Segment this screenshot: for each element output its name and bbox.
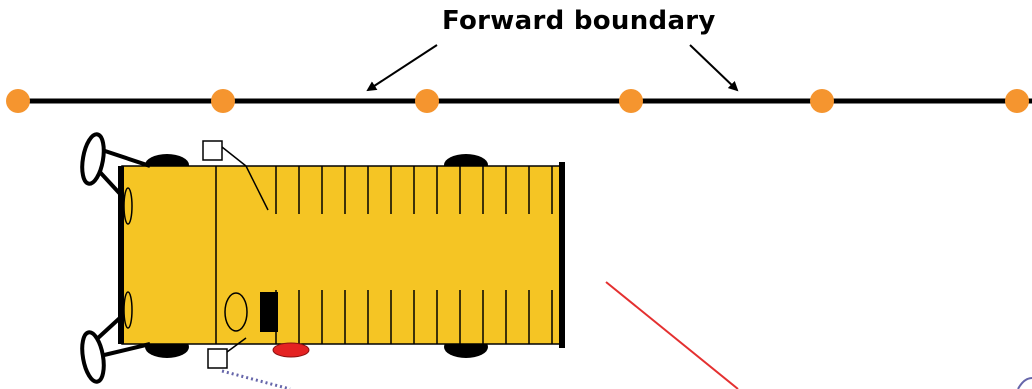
red-trajectory-line [605,281,739,389]
boundary-point [810,89,834,113]
steering-wheel-icon [224,292,248,332]
mirror-arm-bottom [96,314,124,340]
seat-row-bottom [275,290,553,344]
headlight-icon-bottom [123,291,133,329]
mirror-icon-bottom [80,330,106,384]
arrow-icon-right [689,44,739,92]
boundary-point [1005,89,1029,113]
driver-seat-icon [260,292,278,332]
arrow-icon-left [366,44,438,92]
sensor-lead-bottom [226,337,247,353]
boundary-point [415,89,439,113]
sensor-icon-top [202,140,223,161]
boundary-points [6,89,1029,113]
bus-rear-bumper [559,162,565,348]
sensor-lead-top-2 [245,165,269,211]
seat-row-top [275,166,553,214]
mirror-arm-bottom-2 [99,342,151,358]
mirror-arm-top [96,168,124,198]
bus-front-bumper [118,166,124,344]
sensor-icon-bottom [207,348,228,369]
boundary-point [211,89,235,113]
mirror-arm-top-2 [101,148,151,168]
mirror-icon-top [80,132,106,186]
boundary-point [619,89,643,113]
dotted-sensor-line [221,369,291,389]
forward-boundary-label: Forward boundary [442,6,716,36]
bus-body [121,165,563,345]
sensor-lead-top-1 [221,146,247,167]
red-marker-icon [272,342,310,358]
boundary-point [6,89,30,113]
corner-mark [1017,377,1032,389]
headlight-icon-top [123,187,133,225]
